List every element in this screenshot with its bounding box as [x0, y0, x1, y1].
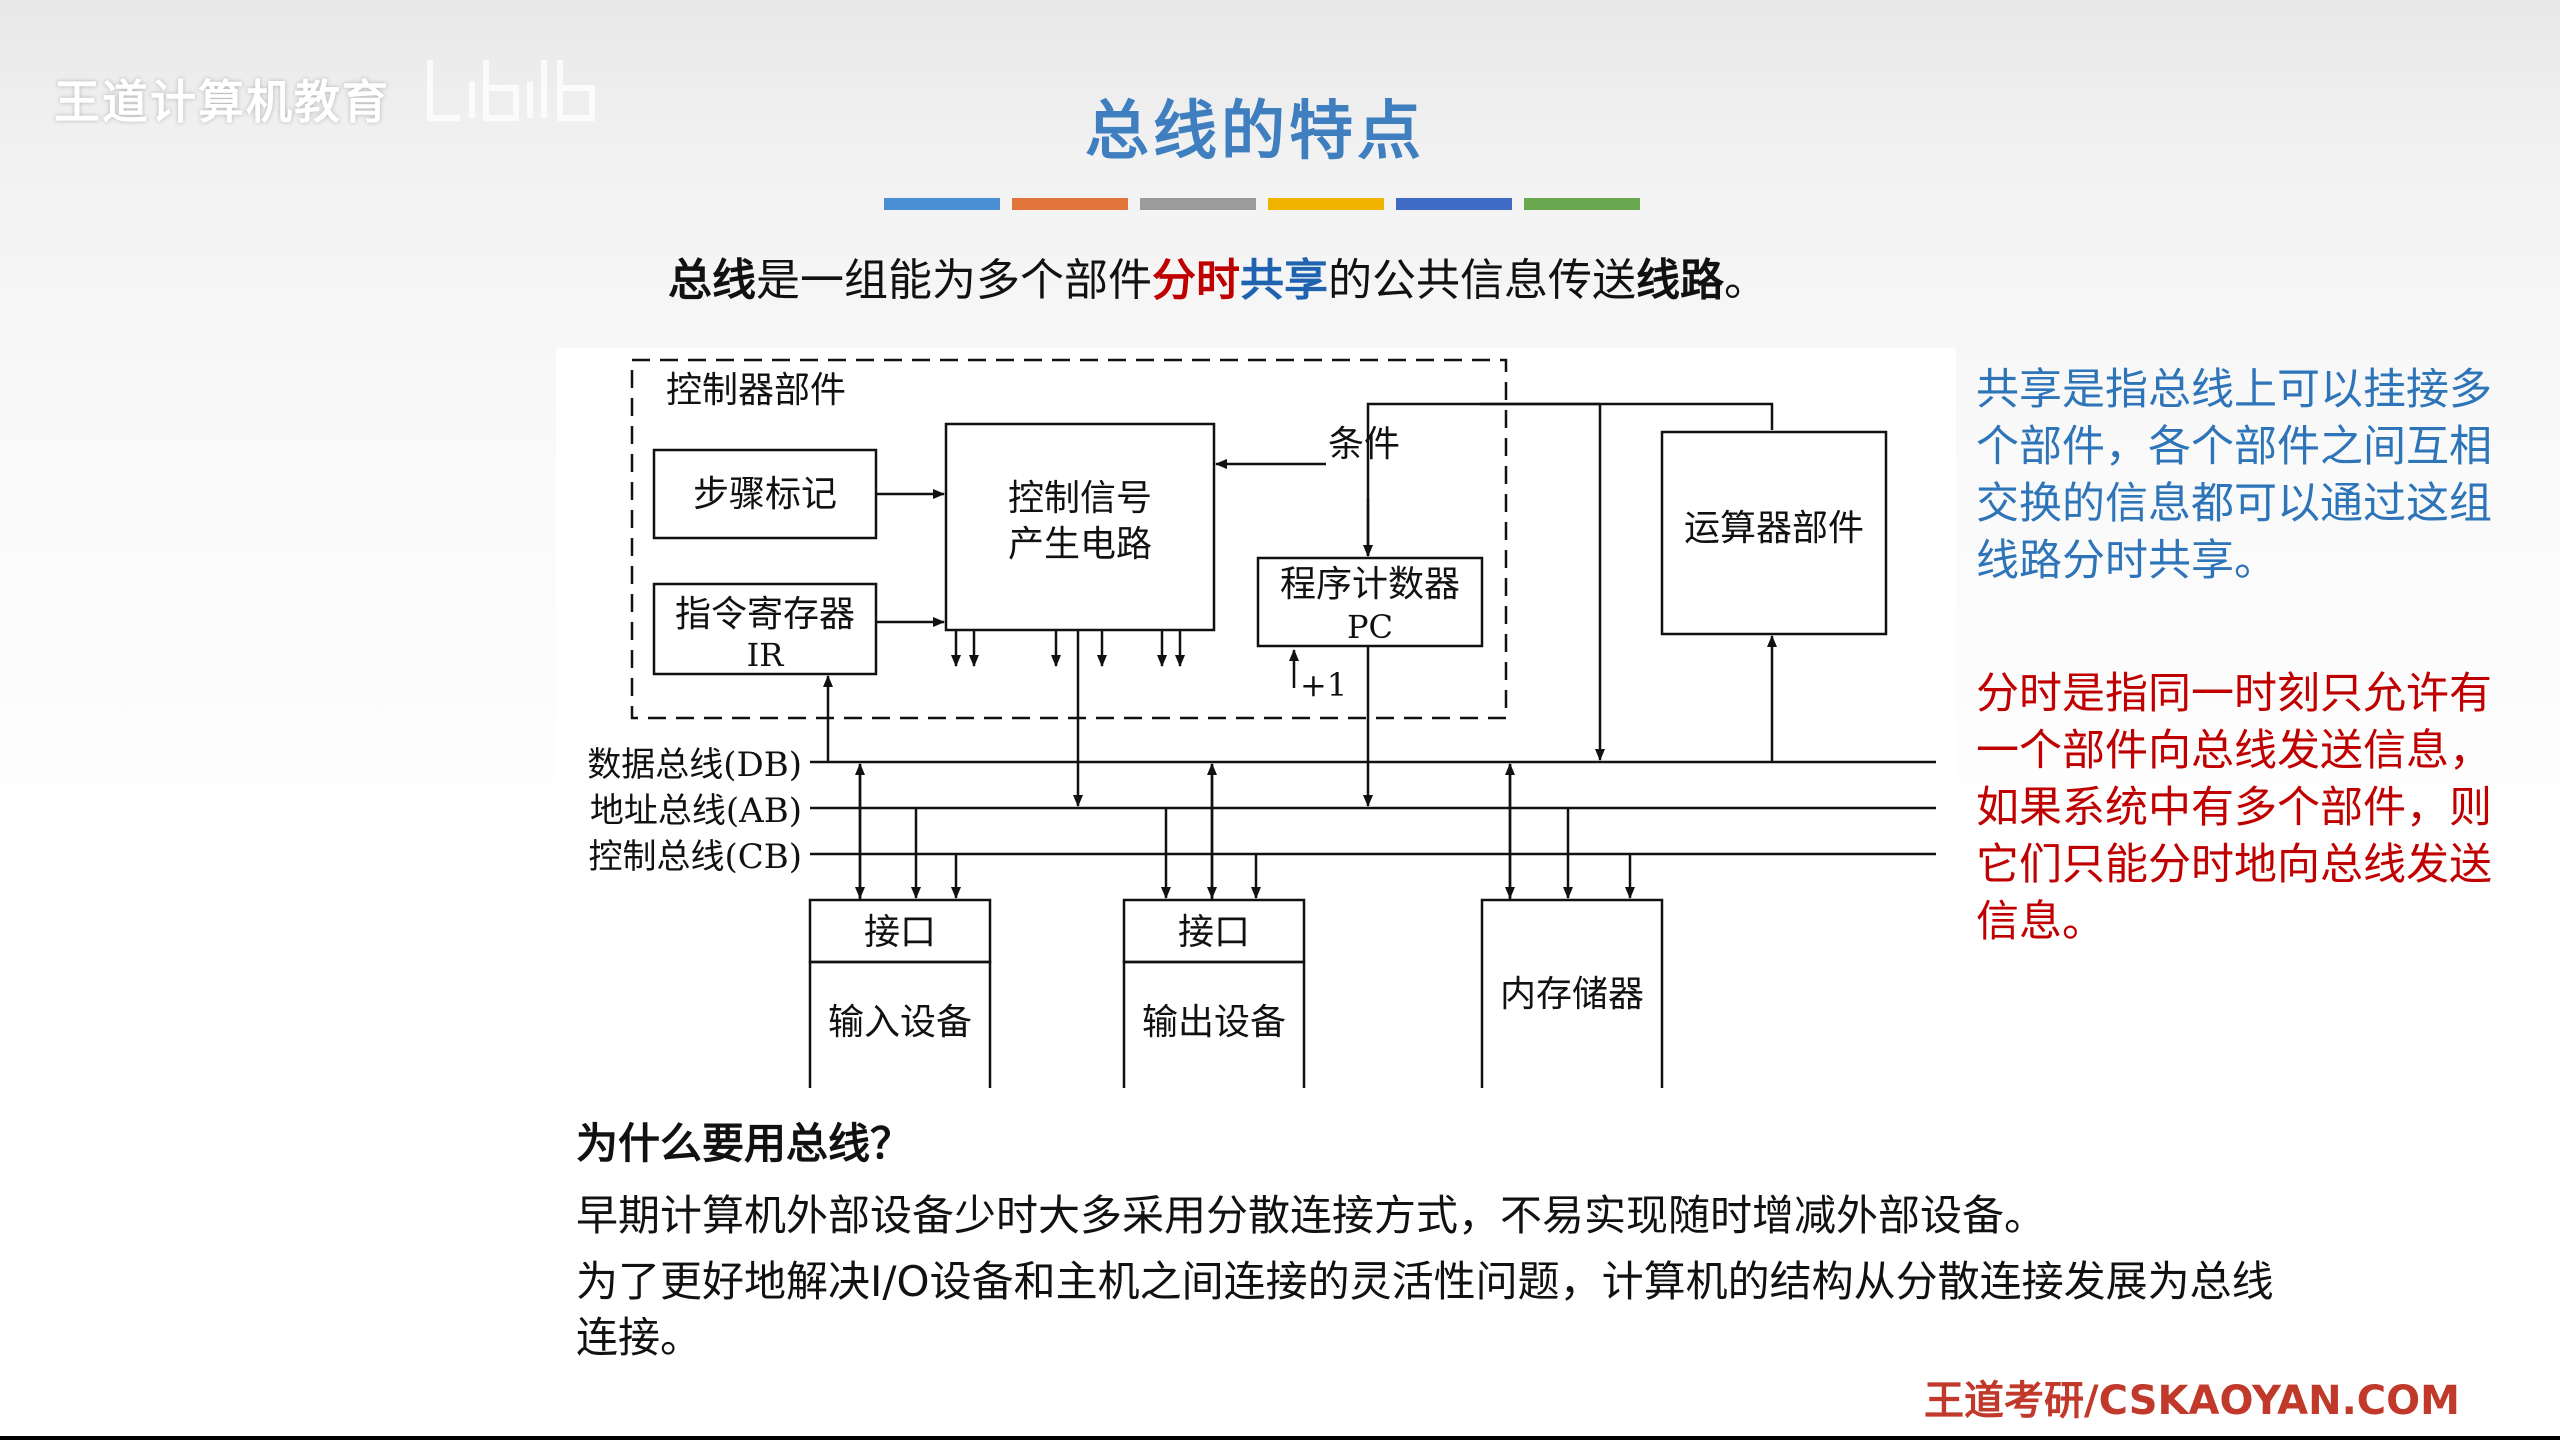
paragraph-bus-development: 为了更好地解决I/O设备和主机之间连接的灵活性问题，计算机的结构从分散连接发展为… — [576, 1257, 2274, 1362]
accent-bar — [1396, 198, 1512, 210]
accent-bar — [884, 198, 1000, 210]
signal-gen-box — [944, 422, 1216, 632]
time-sharing-explanation: 分时是指同一时刻只允许有一个部件向总线发送信息，如果系统中有多个部件，则它们只能… — [1976, 669, 2492, 947]
ir-box — [652, 582, 878, 676]
pc-label-2: PC — [1347, 608, 1393, 646]
output-device-label: 输出设备 — [1142, 1002, 1286, 1043]
def-text: 是一组能为多个部件 — [756, 255, 1152, 306]
controller-group-label: 控制器部件 — [666, 370, 846, 411]
sharing-explanation: 共享是指总线上可以挂接多个部件，各个部件之间互相交换的信息都可以通过这组线路分时… — [1976, 365, 2492, 586]
pc-box — [1256, 556, 1484, 648]
addr-bus-label: 地址总线(AB) — [590, 791, 802, 831]
bus-definition: 总线是一组能为多个部件分时共享的公共信息传送线路。 — [668, 244, 1768, 308]
slide-title: 总线的特点 — [1085, 95, 1425, 169]
footer-brand: 王道考研/CSKAOYAN.COM — [1924, 1378, 2460, 1424]
interface2-label: 接口 — [1178, 912, 1250, 953]
step-counter-label: 步骤标记 — [693, 474, 837, 515]
interface1-label: 接口 — [864, 912, 936, 953]
condition-label: 条件 — [1328, 424, 1400, 465]
ir-label-1: 指令寄存器 — [675, 594, 855, 635]
alu-box — [1660, 430, 1888, 636]
accent-bar — [1268, 198, 1384, 210]
signal-gen-label-2: 产生电路 — [1008, 524, 1152, 565]
accent-bar — [1012, 198, 1128, 210]
input-device-label: 输入设备 — [828, 1002, 972, 1043]
def-period: 。 — [1724, 255, 1768, 306]
def-term-bus: 总线 — [668, 255, 756, 306]
accent-bar — [1140, 198, 1256, 210]
bilibili-logo-icon — [427, 60, 595, 121]
controller-group-border — [630, 358, 1508, 720]
ctrl-bus-label: 控制总线(CB) — [588, 837, 802, 877]
ir-label-2: IR — [747, 636, 785, 674]
memory-label: 内存储器 — [1500, 974, 1644, 1015]
def-term-line: 线路 — [1636, 255, 1724, 306]
watermark-text: 王道计算机教育 — [54, 75, 390, 129]
def-text: 的公共信息传送 — [1328, 255, 1636, 306]
signal-gen-label-1: 控制信号 — [1008, 478, 1152, 519]
def-term-time-sharing: 分时 — [1152, 255, 1240, 306]
pc-label-1: 程序计数器 — [1280, 564, 1460, 605]
def-term-sharing: 共享 — [1240, 255, 1328, 306]
bus-structure-diagram: 控制器部件 步骤标记 控制信号 产生电路 条件 指令寄存器 IR 程序计数器 P… — [556, 348, 1956, 1092]
plus-one-label: +1 — [1300, 666, 1347, 704]
accent-bar — [1524, 198, 1640, 210]
question-heading: 为什么要用总线？ — [576, 1119, 913, 1168]
alu-label: 运算器部件 — [1684, 508, 1864, 549]
accent-bars — [884, 198, 1640, 210]
paragraph-early-computers: 早期计算机外部设备少时大多采用分散连接方式，不易实现随时增减外部设备。 — [576, 1191, 2047, 1240]
data-bus-label: 数据总线(DB) — [587, 745, 802, 785]
